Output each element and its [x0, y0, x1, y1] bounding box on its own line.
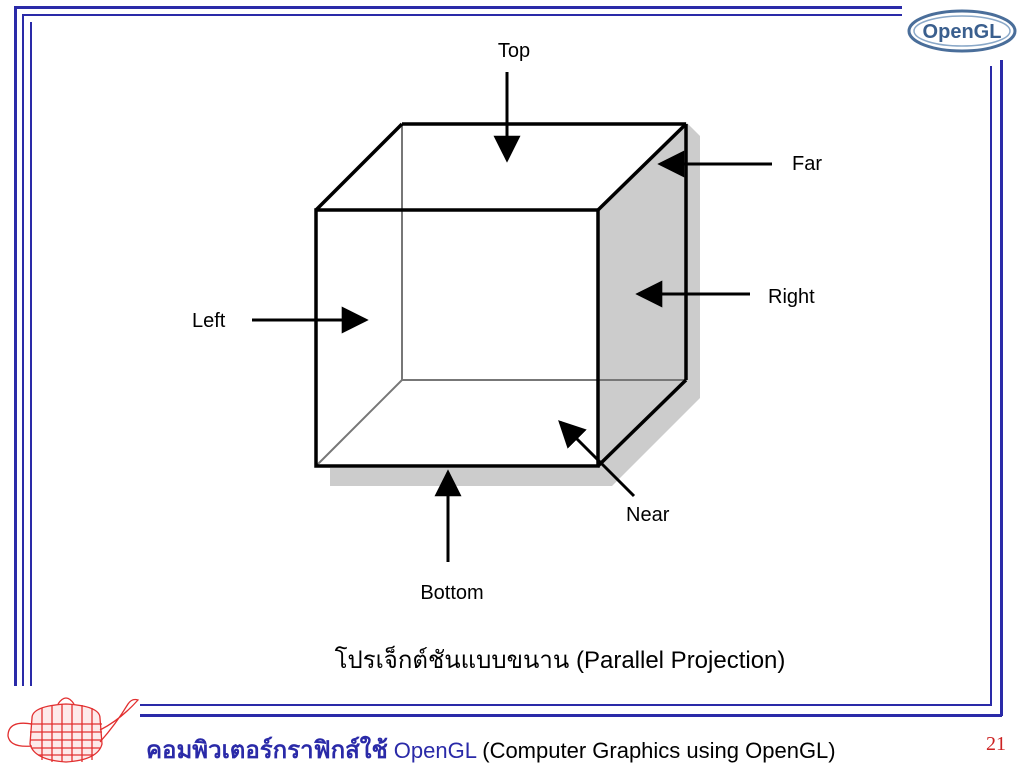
label-far: Far [792, 153, 822, 175]
diagram-caption: โปรเจ็กต์ชันแบบขนาน (Parallel Projection… [230, 640, 890, 679]
cube-front-edges [314, 122, 688, 468]
frame-right-outer [1000, 60, 1003, 716]
frame-bottom-inner [140, 704, 992, 706]
frame-left-inner2 [30, 22, 32, 686]
opengl-logo-text: OpenGL [923, 21, 1002, 43]
footer-english: (Computer Graphics using OpenGL) [476, 738, 836, 763]
caption-thai: โปรเจ็กต์ชันแบบขนาน [334, 647, 570, 674]
frame-right-inner [990, 66, 992, 706]
frame-bottom-outer [140, 714, 1002, 717]
teapot-icon [7, 697, 140, 763]
label-near: Near [626, 504, 670, 526]
label-left: Left [192, 310, 226, 332]
page-number: 21 [986, 733, 1006, 755]
footer-opengl: OpenGL [393, 738, 477, 763]
frame-top-outer [14, 6, 902, 9]
label-top: Top [498, 40, 530, 62]
frame-left-inner [22, 14, 24, 686]
footer-title: คอมพิวเตอร์กราฟิกส์ใช้ OpenGL (Computer … [146, 730, 966, 769]
frame-left-outer [14, 6, 17, 686]
cube-shadow-bottom [330, 468, 612, 486]
near-arrow [558, 420, 636, 498]
label-right: Right [768, 286, 815, 308]
label-bottom: Bottom [420, 582, 483, 604]
footer-thai: คอมพิวเตอร์กราฟิกส์ใช้ [146, 738, 394, 764]
cube-back-edges [315, 124, 686, 467]
frame-top-inner [22, 14, 902, 16]
opengl-logo: OpenGL [907, 9, 1017, 53]
caption-english: (Parallel Projection) [569, 647, 786, 674]
